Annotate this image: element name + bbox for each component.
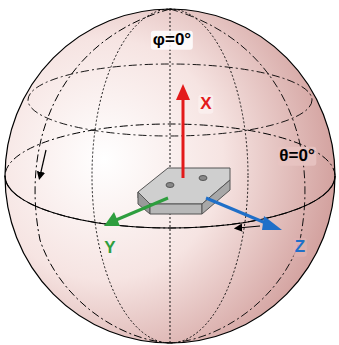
sphere bbox=[5, 9, 335, 343]
y-axis-head bbox=[104, 212, 120, 226]
x-axis bbox=[182, 96, 185, 178]
axis-label: X bbox=[198, 95, 213, 114]
axis-label: Y bbox=[102, 239, 117, 258]
equator-back bbox=[5, 124, 335, 228]
rotation-arrow bbox=[238, 226, 260, 228]
angle-label: φ=0° bbox=[151, 31, 193, 50]
meridian-dotted bbox=[92, 9, 248, 343]
angle-label: θ=0° bbox=[277, 147, 316, 166]
rotation-arrow bbox=[40, 150, 46, 176]
z-axis-head bbox=[262, 216, 282, 230]
x-axis-head bbox=[176, 84, 190, 100]
y-axis bbox=[116, 198, 168, 220]
axis-label: Z bbox=[293, 238, 307, 257]
meridian-tilted bbox=[35, 9, 170, 343]
z-axis bbox=[206, 198, 268, 224]
